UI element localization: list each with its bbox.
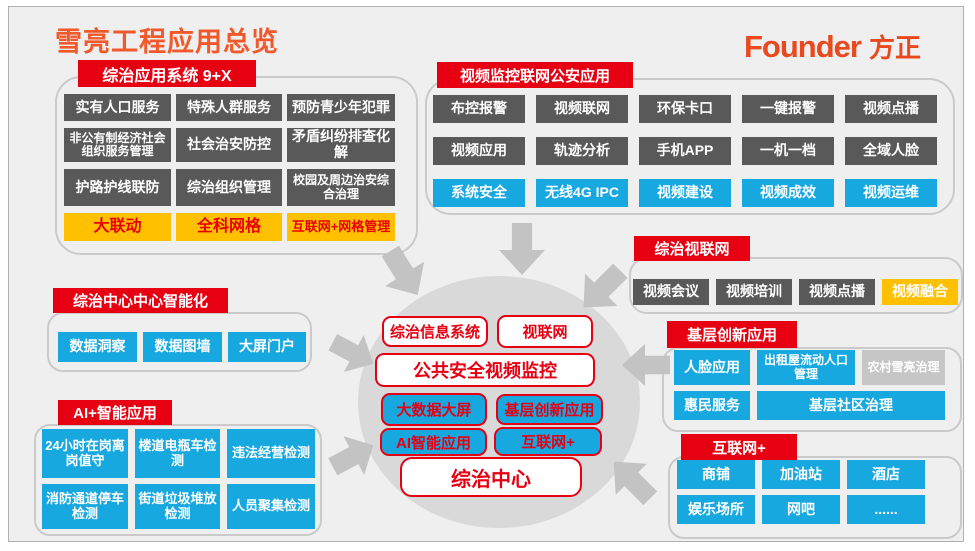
- feature-box: 系统安全: [433, 179, 525, 207]
- grid-ai-apps: 24小时在岗离岗值守 楼道电瓶车检测 违法经营检测 消防通道停车检测 街道垃圾堆…: [42, 429, 315, 529]
- feature-box: 人脸应用: [674, 350, 750, 385]
- feature-box: 街道垃圾堆放检测: [135, 484, 220, 529]
- panel-video-net: [629, 257, 963, 314]
- header-center-intelligence: 综治中心中心智能化: [53, 288, 228, 313]
- center-box: 基层创新应用: [496, 394, 603, 425]
- feature-box: 全域人脸: [845, 137, 937, 165]
- feature-box: 人员聚集检测: [227, 484, 315, 529]
- feature-box: 农村雪亮治理: [862, 350, 945, 385]
- feature-box: 网吧: [762, 495, 840, 524]
- feature-box: 社会治安防控: [176, 128, 282, 162]
- grid-video-police: 布控报警 视频联网 环保卡口 一键报警 视频点播 视频应用 轨迹分析 手机APP…: [433, 95, 937, 207]
- feature-box: 惠民服务: [674, 391, 750, 420]
- center-box: 大数据大屏: [381, 393, 487, 426]
- feature-box: 综治组织管理: [176, 169, 282, 206]
- center-box: 互联网+: [494, 427, 602, 456]
- feature-box: 护路护线联防: [64, 169, 171, 206]
- feature-box: 违法经营检测: [227, 429, 315, 478]
- feature-box: 消防通道停车检测: [42, 484, 128, 529]
- header-ai-apps: AI+智能应用: [58, 400, 172, 425]
- center-box: 公共安全视频监控: [375, 353, 595, 387]
- feature-box: 一机一档: [742, 137, 834, 165]
- panel-grassroots-innovation: [662, 347, 962, 432]
- feature-box: 布控报警: [433, 95, 525, 123]
- feature-box: 全科网格: [176, 213, 282, 241]
- feature-box: 数据图墙: [143, 332, 222, 362]
- center-box: 综治信息系统: [382, 316, 488, 347]
- grid-video-net: 视频会议 视频培训 视频点播 视频融合: [633, 279, 958, 305]
- feature-box: 视频联网: [536, 95, 628, 123]
- feature-box: 楼道电瓶车检测: [135, 429, 220, 478]
- feature-box: 环保卡口: [639, 95, 731, 123]
- grid-zongzhi-app-system: 实有人口服务 特殊人群服务 预防青少年犯罪 非公有制经济社会组织服务管理 社会治…: [64, 94, 395, 241]
- feature-box: 视频会议: [633, 279, 709, 305]
- center-box: AI智能应用: [380, 428, 487, 456]
- feature-box: 大屏门户: [228, 332, 306, 362]
- feature-box: 视频应用: [433, 137, 525, 165]
- header-video-net: 综治视联网: [634, 236, 750, 261]
- header-video-police: 视频监控联网公安应用: [437, 62, 633, 88]
- feature-box: 基层社区治理: [757, 391, 945, 420]
- feature-box: 视频成效: [742, 179, 834, 207]
- grid-center-intelligence: 数据洞察 数据图墙 大屏门户: [58, 332, 306, 362]
- feature-box: ......: [847, 495, 925, 524]
- page-title: 雪亮工程应用总览: [55, 27, 279, 57]
- feature-box: 校园及周边治安综合治理: [287, 169, 395, 206]
- header-zongzhi-app-system: 综治应用系统 9+X: [78, 60, 256, 87]
- founder-logo-latin: Founder: [744, 29, 862, 64]
- founder-logo-cn: 方正: [869, 33, 922, 63]
- feature-box: 视频点播: [799, 279, 875, 305]
- feature-box: 大联动: [64, 213, 171, 241]
- feature-box: 加油站: [762, 460, 840, 489]
- grid-internet-plus: 商铺 加油站 酒店 娱乐场所 网吧 ......: [677, 460, 925, 524]
- feature-box: 一键报警: [742, 95, 834, 123]
- feature-box: 娱乐场所: [677, 495, 755, 524]
- feature-box: 特殊人群服务: [176, 94, 282, 121]
- header-internet-plus: 互联网+: [681, 434, 797, 460]
- panel-ai-apps: [34, 424, 322, 536]
- panel-internet-plus: [668, 456, 962, 539]
- founder-logo: Founder 方正: [744, 28, 921, 65]
- feature-box: 商铺: [677, 460, 755, 489]
- feature-box: 酒店: [847, 460, 925, 489]
- feature-box: 视频运维: [845, 179, 937, 207]
- panel-center-intelligence: [47, 312, 312, 372]
- feature-box: 无线4G IPC: [536, 179, 628, 207]
- panel-video-police: [425, 78, 955, 215]
- feature-box: 24小时在岗离岗值守: [42, 429, 128, 478]
- feature-box: 矛盾纠纷排查化解: [287, 128, 395, 162]
- feature-box: 视频培训: [716, 279, 792, 305]
- center-box: 视联网: [497, 315, 593, 348]
- header-grassroots-innovation: 基层创新应用: [667, 321, 797, 348]
- feature-box: 出租屋流动人口管理: [757, 350, 855, 385]
- feature-box: 视频融合: [882, 279, 958, 305]
- feature-box: 手机APP: [639, 137, 731, 165]
- feature-box: 实有人口服务: [64, 94, 171, 121]
- feature-box: 数据洞察: [58, 332, 137, 362]
- feature-box: 互联网+网格管理: [287, 213, 395, 241]
- feature-box: 预防青少年犯罪: [287, 94, 395, 121]
- feature-box: 视频点播: [845, 95, 937, 123]
- feature-box: 视频建设: [639, 179, 731, 207]
- feature-box: 非公有制经济社会组织服务管理: [64, 128, 171, 162]
- grid-grassroots-innovation: 人脸应用 出租屋流动人口管理 农村雪亮治理 惠民服务 基层社区治理: [674, 350, 945, 420]
- center-box: 综治中心: [400, 457, 582, 497]
- feature-box: 轨迹分析: [536, 137, 628, 165]
